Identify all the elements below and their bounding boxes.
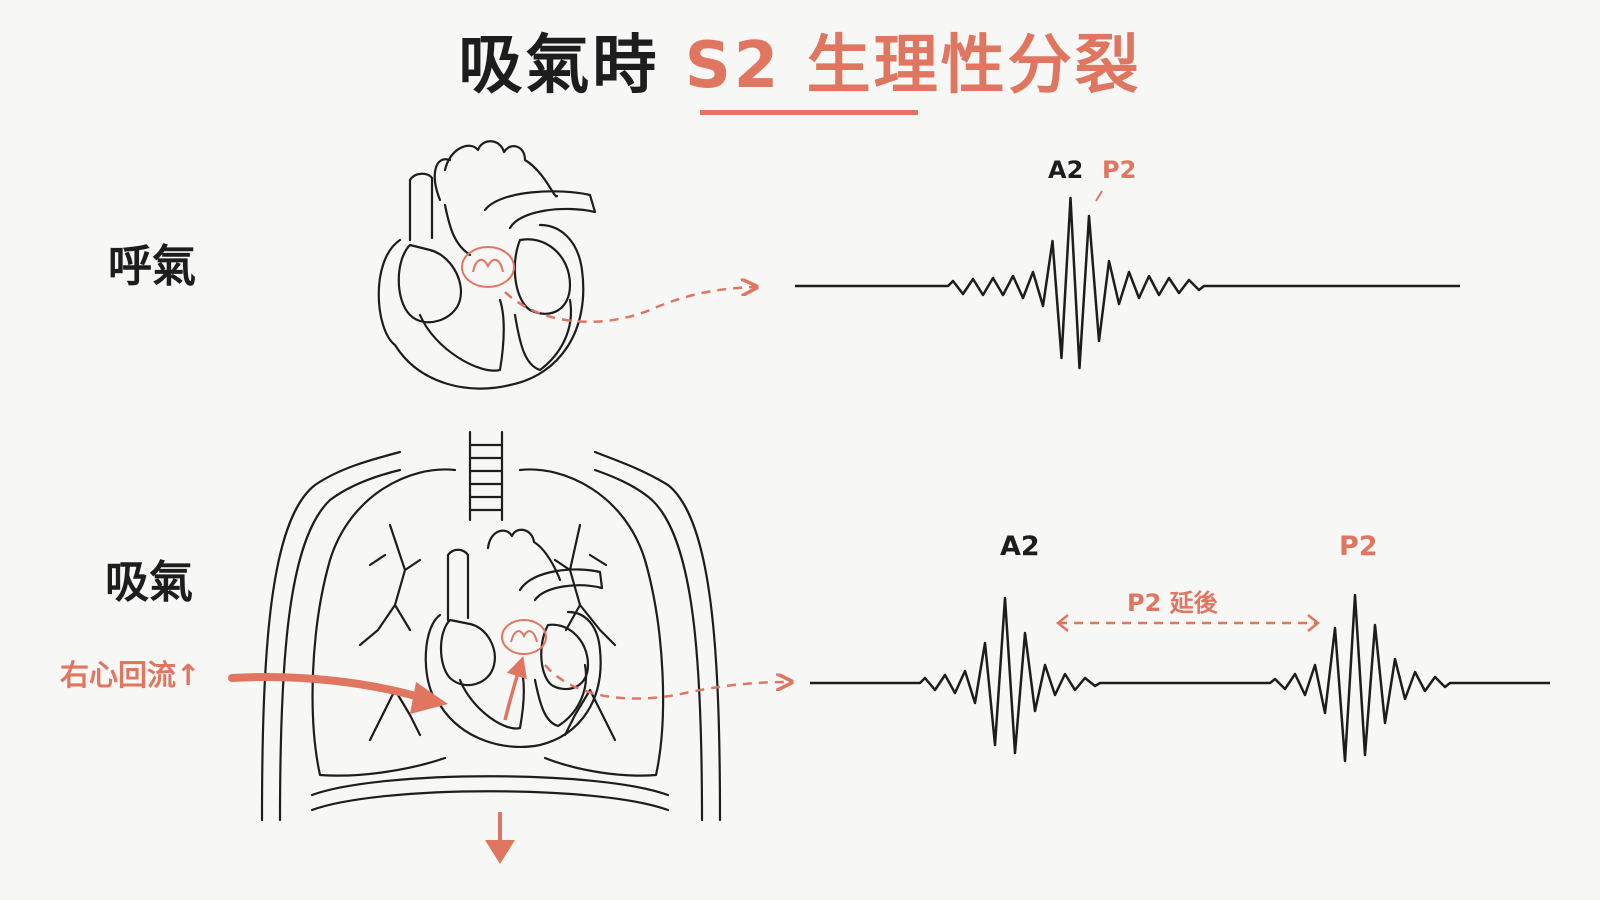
venous-return-arrowhead	[410, 682, 448, 714]
expiration-label: 呼氣	[108, 241, 196, 292]
chest-illustration-inspiration	[260, 430, 722, 822]
venous-return-label: 右心回流↑	[60, 658, 201, 692]
pulmonary-valve-highlight-expiration	[461, 246, 515, 288]
expiration-p2-label: P2	[1102, 156, 1137, 184]
heart-illustration-expiration	[377, 140, 597, 390]
p2-pointer-line	[1095, 190, 1103, 202]
waveform-inspiration	[810, 593, 1550, 763]
waveform-expiration	[795, 196, 1460, 370]
diagram-title: 吸氣時 S2 生理性分裂	[0, 14, 1600, 106]
inspiration-flow-arrow	[544, 664, 790, 700]
heart-illustration-inspiration	[424, 528, 604, 748]
p2-delay-arrow	[1055, 614, 1321, 632]
p2-delay-label: P2 延後	[1127, 589, 1218, 617]
title-underline	[700, 110, 918, 115]
inspiration-a2-label: A2	[1000, 531, 1040, 562]
inspiration-label: 吸氣	[105, 557, 193, 608]
diaphragm-down-arrowhead	[485, 840, 515, 864]
expiration-a2-label: A2	[1048, 156, 1084, 184]
right-heart-flow-arrow	[503, 655, 527, 721]
inspiration-p2-label: P2	[1339, 531, 1378, 562]
pulmonary-valve-highlight-inspiration	[501, 619, 547, 655]
title-accent: S2 生理性分裂	[684, 29, 1142, 103]
title-prefix: 吸氣時	[458, 29, 660, 103]
expiration-flow-arrow	[504, 287, 755, 324]
venous-return-arrow	[228, 673, 434, 704]
